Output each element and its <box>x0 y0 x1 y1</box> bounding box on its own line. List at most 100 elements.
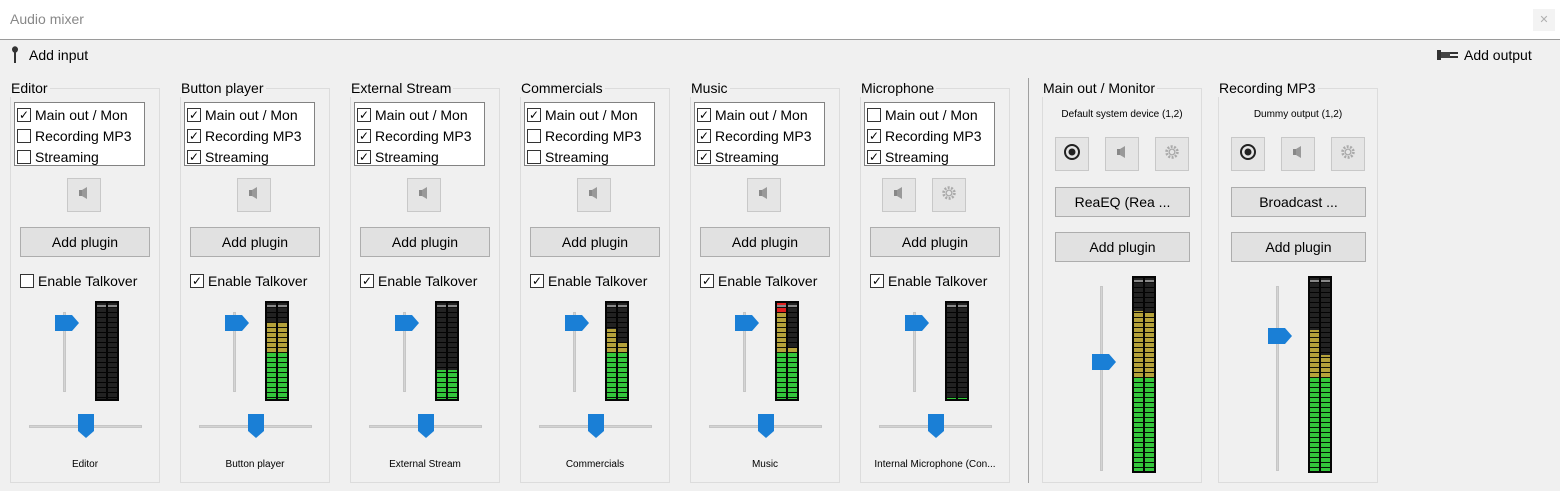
settings-button[interactable] <box>1331 137 1365 171</box>
volume-slider-thumb[interactable] <box>55 315 79 332</box>
route-checkbox[interactable] <box>527 149 541 164</box>
talkover-checkbox-box[interactable] <box>20 274 34 288</box>
route-checkbox[interactable]: ✓ <box>357 149 371 164</box>
balance-slider-thumb[interactable] <box>927 414 944 438</box>
route-item[interactable]: ✓Recording MP3 <box>357 125 472 146</box>
volume-slider-thumb[interactable] <box>565 315 589 332</box>
route-checkbox[interactable] <box>17 128 31 143</box>
enable-talkover-checkbox[interactable]: ✓Enable Talkover <box>700 271 817 291</box>
route-checkbox[interactable]: ✓ <box>187 128 201 143</box>
add-input-button[interactable]: Add input <box>10 44 88 66</box>
route-label: Recording MP3 <box>715 127 812 144</box>
route-checkbox[interactable] <box>867 107 881 122</box>
route-checkbox[interactable]: ✓ <box>697 128 711 143</box>
volume-slider-track[interactable] <box>1100 286 1103 471</box>
add-plugin-button[interactable]: Add plugin <box>1231 232 1366 262</box>
talkover-checkbox-box[interactable]: ✓ <box>700 274 714 288</box>
route-checkbox[interactable]: ✓ <box>697 107 711 122</box>
route-item[interactable]: ✓Streaming <box>867 146 949 167</box>
route-item[interactable]: ✓Streaming <box>187 146 269 167</box>
route-item[interactable]: ✓ Recording MP3 <box>697 125 812 146</box>
settings-button[interactable] <box>1155 137 1189 171</box>
volume-slider-thumb[interactable] <box>735 315 759 332</box>
volume-slider-track[interactable] <box>1276 286 1279 471</box>
mute-button[interactable] <box>747 178 781 212</box>
volume-slider-track[interactable] <box>233 312 236 392</box>
volume-slider-track[interactable] <box>63 312 66 392</box>
volume-slider-track[interactable] <box>403 312 406 392</box>
route-checkbox[interactable]: ✓ <box>867 149 881 164</box>
volume-slider-track[interactable] <box>573 312 576 392</box>
add-plugin-button[interactable]: Add plugin <box>1055 232 1190 262</box>
balance-slider-thumb[interactable] <box>417 414 434 438</box>
route-item[interactable]: ✓Recording MP3 <box>867 125 982 146</box>
monitor-button[interactable] <box>1055 137 1089 171</box>
route-checkbox[interactable]: ✓ <box>357 128 371 143</box>
add-plugin-button[interactable]: Add plugin <box>360 227 490 257</box>
volume-slider-track[interactable] <box>913 312 916 392</box>
balance-slider-thumb[interactable] <box>77 414 94 438</box>
add-plugin-button[interactable]: Add plugin <box>700 227 830 257</box>
route-checkbox[interactable]: ✓ <box>187 107 201 122</box>
route-item[interactable]: Streaming <box>17 146 99 167</box>
add-plugin-button[interactable]: Add plugin <box>190 227 320 257</box>
talkover-checkbox-box[interactable]: ✓ <box>870 274 884 288</box>
route-item[interactable]: Recording MP3 <box>527 125 642 146</box>
mute-button[interactable] <box>1281 137 1315 171</box>
mute-button[interactable] <box>882 178 916 212</box>
enable-talkover-checkbox[interactable]: ✓Enable Talkover <box>870 271 987 291</box>
balance-slider-thumb[interactable] <box>247 414 264 438</box>
meter-grid <box>437 303 446 399</box>
route-item[interactable]: ✓Streaming <box>357 146 439 167</box>
route-checkbox[interactable]: ✓ <box>527 107 541 122</box>
balance-slider-thumb[interactable] <box>587 414 604 438</box>
volume-slider-thumb[interactable] <box>1268 328 1292 345</box>
add-plugin-button[interactable]: Add plugin <box>870 227 1000 257</box>
volume-slider-thumb[interactable] <box>395 315 419 332</box>
route-item[interactable]: Main out / Mon <box>867 104 978 125</box>
route-item[interactable]: ✓Recording MP3 <box>187 125 302 146</box>
route-item[interactable]: ✓Main out / Mon <box>697 104 808 125</box>
mute-button[interactable] <box>1105 137 1139 171</box>
enable-talkover-checkbox[interactable]: Enable Talkover <box>20 271 137 291</box>
route-item[interactable]: Recording MP3 <box>17 125 132 146</box>
enable-talkover-checkbox[interactable]: ✓Enable Talkover <box>190 271 307 291</box>
route-checkbox[interactable] <box>17 149 31 164</box>
route-checkbox[interactable]: ✓ <box>867 128 881 143</box>
add-output-button[interactable]: Add output <box>1437 44 1532 66</box>
talkover-checkbox-box[interactable]: ✓ <box>530 274 544 288</box>
route-item[interactable]: ✓Main out / Mon <box>17 104 128 125</box>
add-plugin-button[interactable]: Add plugin <box>20 227 150 257</box>
volume-slider-thumb[interactable] <box>905 315 929 332</box>
talkover-checkbox-box[interactable]: ✓ <box>360 274 374 288</box>
volume-slider-thumb[interactable] <box>1092 353 1116 370</box>
enable-talkover-checkbox[interactable]: ✓Enable Talkover <box>360 271 477 291</box>
balance-slider-thumb[interactable] <box>757 414 774 438</box>
route-item[interactable]: Streaming <box>527 146 609 167</box>
talkover-checkbox-box[interactable]: ✓ <box>190 274 204 288</box>
volume-slider-track[interactable] <box>743 312 746 392</box>
settings-button[interactable] <box>932 178 966 212</box>
route-checkbox[interactable]: ✓ <box>697 149 711 164</box>
mute-button[interactable] <box>237 178 271 212</box>
route-checkbox[interactable]: ✓ <box>357 107 371 122</box>
enable-talkover-checkbox[interactable]: ✓Enable Talkover <box>530 271 647 291</box>
route-checkbox[interactable] <box>527 128 541 143</box>
mute-button[interactable] <box>407 178 441 212</box>
plugin-button[interactable]: ReaEQ (Rea ... <box>1055 187 1190 217</box>
plugin-button[interactable]: Broadcast ... <box>1231 187 1366 217</box>
add-plugin-button[interactable]: Add plugin <box>530 227 660 257</box>
monitor-button[interactable] <box>1231 137 1265 171</box>
route-checkbox[interactable]: ✓ <box>17 107 31 122</box>
route-item[interactable]: ✓Streaming <box>697 146 779 167</box>
route-item[interactable]: ✓Main out / Mon <box>187 104 298 125</box>
route-item[interactable]: ✓Main out / Mon <box>357 104 468 125</box>
route-checkbox[interactable]: ✓ <box>187 149 201 164</box>
mute-button[interactable] <box>67 178 101 212</box>
mute-button[interactable] <box>577 178 611 212</box>
volume-slider-thumb[interactable] <box>225 315 249 332</box>
route-item[interactable]: ✓Main out / Mon <box>527 104 638 125</box>
close-button[interactable]: ✕ <box>1533 9 1555 31</box>
